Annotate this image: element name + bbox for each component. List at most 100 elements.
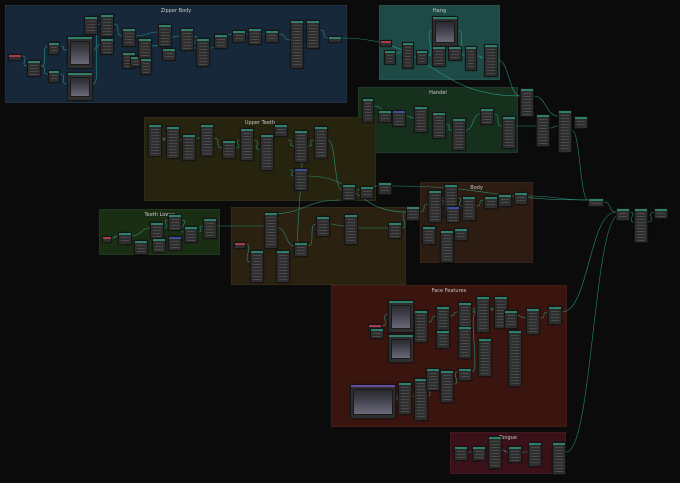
node-socket-row[interactable] [183, 42, 191, 43]
shader-node[interactable] [260, 134, 274, 171]
shader-node[interactable] [502, 116, 516, 149]
node-socket-row[interactable] [439, 317, 447, 318]
shader-node[interactable] [222, 140, 236, 159]
node-socket-row[interactable] [461, 343, 469, 344]
node-socket-row[interactable] [491, 462, 499, 463]
node-socket-row[interactable] [251, 33, 259, 34]
node-socket-row[interactable] [203, 153, 211, 154]
node-header[interactable] [427, 369, 439, 371]
node-socket-row[interactable] [539, 122, 547, 123]
node-socket-row[interactable] [199, 43, 207, 44]
color-ramp-node[interactable] [388, 334, 414, 363]
node-socket-row[interactable] [443, 381, 451, 382]
node-socket-row[interactable] [449, 220, 457, 221]
node-socket-row[interactable] [155, 249, 163, 250]
node-socket-row[interactable] [243, 157, 251, 158]
node-socket-row[interactable] [461, 376, 469, 377]
node-header[interactable] [453, 119, 465, 121]
node-socket-row[interactable] [479, 319, 487, 320]
shader-node[interactable] [440, 370, 454, 403]
node-socket-row[interactable] [455, 138, 463, 139]
node-header[interactable] [119, 233, 131, 235]
node-header[interactable] [389, 301, 413, 303]
node-socket-row[interactable] [429, 379, 437, 380]
shader-node[interactable] [274, 124, 288, 137]
node-socket-row[interactable] [457, 233, 465, 234]
node-header[interactable] [433, 17, 457, 19]
node-socket-row[interactable] [103, 49, 111, 50]
node-socket-row[interactable] [505, 145, 513, 146]
node-socket-row[interactable] [125, 66, 133, 67]
node-socket-row[interactable] [443, 244, 451, 245]
node-socket-row[interactable] [417, 398, 425, 399]
node-socket-row[interactable] [468, 57, 474, 58]
shader-node[interactable] [436, 306, 450, 331]
shader-node[interactable] [362, 98, 374, 123]
node-header[interactable] [261, 135, 273, 137]
node-socket-row[interactable] [455, 135, 463, 136]
node-socket-row[interactable] [429, 376, 437, 377]
shader-node[interactable] [436, 330, 450, 349]
shader-node[interactable] [536, 114, 550, 147]
node-socket-row[interactable] [481, 373, 489, 374]
node-socket-row[interactable] [417, 395, 425, 396]
node-socket-row[interactable] [481, 364, 489, 365]
node-header[interactable] [415, 107, 427, 109]
node-socket-row[interactable] [461, 316, 469, 317]
shader-node[interactable] [574, 116, 588, 129]
node-socket-row[interactable] [449, 217, 457, 218]
node-socket-row[interactable] [319, 221, 327, 222]
node-socket-row[interactable] [401, 402, 409, 403]
shader-node[interactable] [472, 446, 486, 461]
node-header[interactable] [499, 195, 511, 197]
node-socket-row[interactable] [103, 52, 111, 53]
ramp-preview[interactable] [391, 305, 411, 329]
node-header[interactable] [379, 183, 391, 185]
node-header[interactable] [85, 17, 97, 19]
node-socket-row[interactable] [451, 57, 459, 58]
node-socket-row[interactable] [491, 450, 499, 451]
node-socket-row[interactable] [365, 109, 371, 110]
node-header[interactable] [9, 55, 21, 57]
shader-node[interactable] [454, 228, 468, 241]
shader-node[interactable] [166, 126, 180, 159]
node-socket-row[interactable] [267, 226, 275, 227]
node-socket-row[interactable] [487, 64, 495, 65]
node-socket-row[interactable] [449, 211, 457, 212]
node-header[interactable] [403, 43, 413, 45]
node-socket-row[interactable] [263, 160, 271, 161]
node-socket-row[interactable] [443, 387, 451, 388]
node-socket-row[interactable] [347, 240, 355, 241]
node-header[interactable] [153, 239, 165, 241]
node-socket-row[interactable] [401, 387, 409, 388]
shader-node[interactable] [148, 124, 162, 157]
node-socket-row[interactable] [401, 411, 409, 412]
node-header[interactable] [101, 15, 113, 17]
node-socket-row[interactable] [561, 142, 569, 143]
node-header[interactable] [459, 369, 471, 371]
node-socket-row[interactable] [297, 135, 305, 136]
node-socket-row[interactable] [468, 51, 474, 52]
node-socket-row[interactable] [297, 173, 305, 174]
node-header[interactable] [617, 209, 629, 211]
node-header[interactable] [459, 303, 471, 305]
node-socket-row[interactable] [279, 258, 287, 259]
node-socket-row[interactable] [461, 373, 469, 374]
node-socket-row[interactable] [487, 67, 495, 68]
node-socket-row[interactable] [447, 192, 455, 193]
shader-node[interactable] [440, 230, 454, 263]
node-header[interactable] [204, 219, 216, 221]
node-socket-row[interactable] [497, 304, 505, 305]
node-header[interactable] [68, 37, 92, 39]
node-socket-row[interactable] [483, 122, 491, 123]
shader-node[interactable] [248, 28, 262, 45]
node-socket-row[interactable] [187, 240, 195, 241]
node-socket-row[interactable] [267, 217, 275, 218]
shader-node[interactable] [448, 46, 462, 61]
node-header[interactable] [509, 447, 521, 449]
node-socket-row[interactable] [507, 321, 515, 322]
node-socket-row[interactable] [555, 471, 563, 472]
node-socket-row[interactable] [443, 393, 451, 394]
node-socket-row[interactable] [479, 328, 487, 329]
node-header[interactable] [459, 327, 471, 329]
